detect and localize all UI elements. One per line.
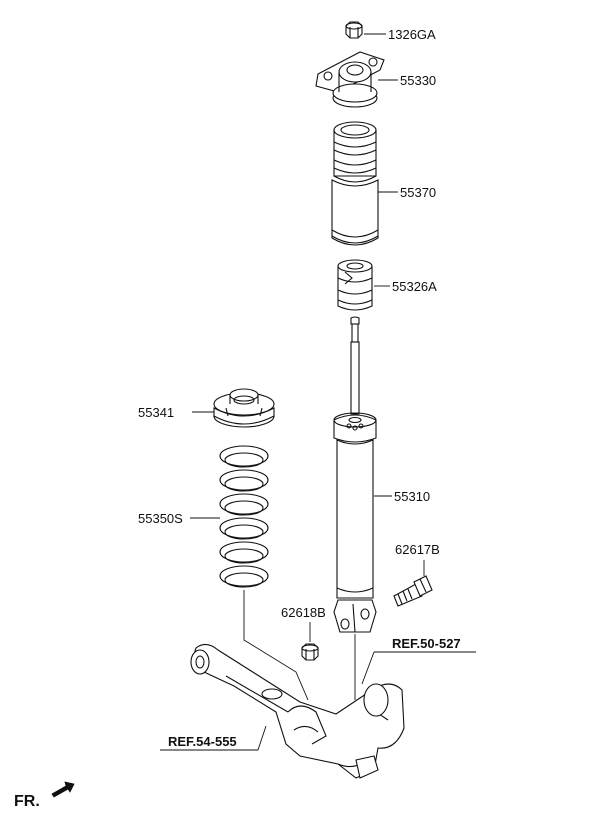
coil-spring-55350s [219, 445, 269, 588]
shock-absorber-55310 [333, 316, 377, 633]
nut-62618b [301, 643, 319, 661]
dust-cover-55370 [331, 121, 379, 246]
label-62617b: 62617B [395, 542, 440, 557]
label-55330: 55330 [400, 73, 436, 88]
strut-mount-55330 [315, 51, 385, 108]
front-direction-label: FR. [14, 793, 40, 810]
front-direction-arrow-icon [51, 781, 75, 798]
label-55326a: 55326A [392, 279, 437, 294]
ref-50-527[interactable]: REF.50-527 [392, 636, 461, 651]
ref-54-555[interactable]: REF.54-555 [168, 734, 237, 749]
lower-control-arm-assembly [190, 643, 405, 779]
bump-stopper-55326a [337, 259, 373, 311]
nut-1326ga [345, 21, 363, 39]
label-62618b: 62618B [281, 605, 326, 620]
label-55310: 55310 [394, 489, 430, 504]
label-1326ga: 1326GA [388, 27, 436, 42]
label-55341: 55341 [138, 405, 174, 420]
spring-pad-55341 [213, 388, 275, 428]
label-55350s: 55350S [138, 511, 183, 526]
bolt-62617b [393, 575, 433, 607]
label-55370: 55370 [400, 185, 436, 200]
